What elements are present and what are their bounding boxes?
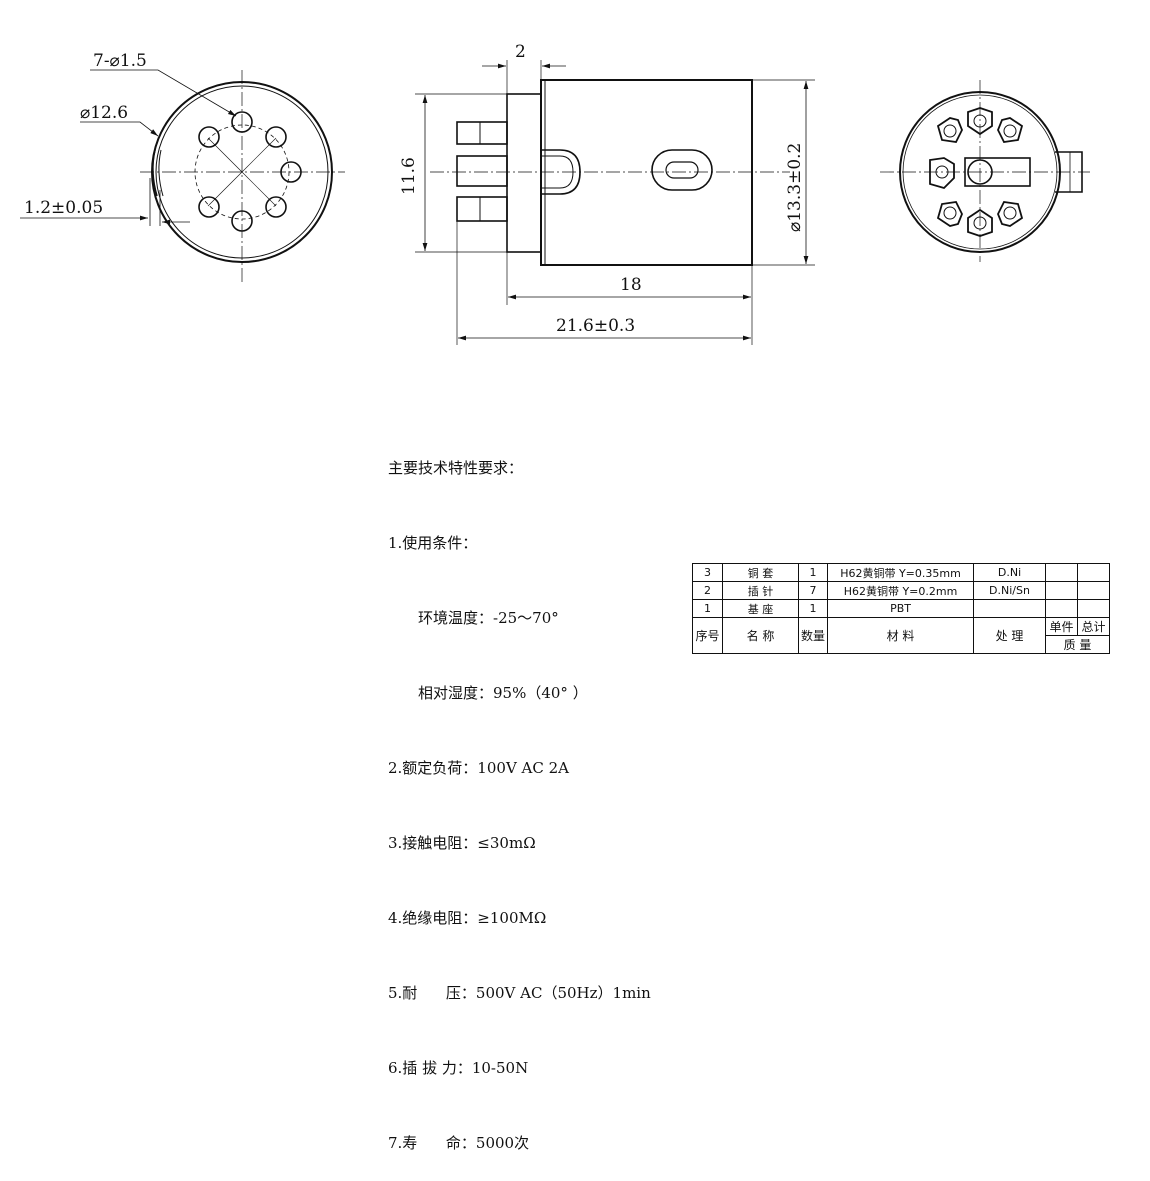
note-line: 相对湿度：95%（40° ） — [418, 684, 588, 702]
bom-treatment: D.Ni/Sn — [973, 581, 1047, 600]
diameter-side-dim-label: ⌀13.3±0.2 — [785, 143, 805, 232]
left-end-view — [20, 69, 345, 282]
bom-material: H62黄铜带 Y=0.2mm — [827, 581, 975, 600]
bom-material: H62黄铜带 Y=0.35mm — [827, 563, 975, 582]
note-line: 1.使用条件： — [388, 534, 478, 552]
bom-total-weight — [1077, 581, 1111, 600]
header-name: 名 称 — [722, 617, 799, 654]
header-weight: 质 量 — [1063, 638, 1092, 652]
diameter-dim-label: ⌀12.6 — [80, 103, 128, 123]
bom-qty: 7 — [797, 581, 829, 600]
note-line: 7.寿 命：5000次 — [388, 1134, 530, 1152]
bom-treatment — [973, 599, 1047, 618]
bom-total-weight — [1077, 599, 1111, 618]
bom-qty: 1 — [797, 599, 829, 618]
bom-no: 1 — [692, 599, 723, 618]
body-length-dim-label: 18 — [620, 275, 642, 295]
right-end-view — [880, 80, 1090, 262]
table-row: 3 铜 套 1 H62黄铜带 Y=0.35mm D.Ni — [692, 563, 1111, 582]
header-qty: 数量 — [797, 617, 829, 654]
notes-title: 主要技术特性要求： — [388, 459, 524, 477]
bom-name: 基 座 — [722, 599, 799, 618]
note-line: 4.绝缘电阻：≥100MΩ — [388, 909, 547, 927]
total-length-dim-label: 21.6±0.3 — [556, 316, 635, 336]
thickness-dim-label: 1.2±0.05 — [24, 198, 103, 218]
header-no: 序号 — [692, 617, 723, 654]
header-unit: 单件 — [1046, 618, 1079, 635]
bill-of-materials-table: 3 铜 套 1 H62黄铜带 Y=0.35mm D.Ni 2 插 针 7 H62… — [692, 563, 1111, 654]
note-line: 环境温度：-25～70° — [418, 609, 559, 627]
bom-qty: 1 — [797, 563, 829, 582]
header-treatment: 处 理 — [973, 617, 1047, 654]
technical-notes: 主要技术特性要求： 1.使用条件： 环境温度：-25～70° 相对湿度：95%（… — [388, 406, 651, 1181]
bom-unit-weight — [1045, 599, 1079, 618]
bom-treatment: D.Ni — [973, 563, 1047, 582]
top-dim-label: 2 — [515, 42, 526, 62]
table-row: 2 插 针 7 H62黄铜带 Y=0.2mm D.Ni/Sn — [692, 581, 1111, 600]
note-line: 5.耐 压：500V AC（50Hz）1min — [388, 984, 651, 1002]
holes-dim-label: 7-⌀1.5 — [93, 51, 147, 71]
note-line: 3.接触电阻：≤30mΩ — [388, 834, 536, 852]
bom-name: 插 针 — [722, 581, 799, 600]
header-material: 材 料 — [827, 617, 975, 654]
bom-material: PBT — [827, 599, 975, 618]
height-dim-label: 11.6 — [399, 157, 419, 195]
technical-drawing: 7-⌀1.5 ⌀12.6 1.2±0.05 — [20, 42, 1090, 345]
header-total: 总计 — [1081, 620, 1106, 634]
header-weight-group: 单件 总计 质 量 — [1045, 617, 1111, 654]
bom-unit-weight — [1045, 563, 1079, 582]
side-view — [415, 60, 815, 345]
bom-no: 3 — [692, 563, 723, 582]
bom-no: 2 — [692, 581, 723, 600]
note-line: 6.插 拔 力：10-50N — [388, 1059, 529, 1077]
table-header-row: 序号 名 称 数量 材 料 处 理 单件 总计 质 量 — [692, 617, 1111, 654]
note-line: 2.额定负荷：100V AC 2A — [388, 759, 569, 777]
table-row: 1 基 座 1 PBT — [692, 599, 1111, 618]
bom-total-weight — [1077, 563, 1111, 582]
bom-unit-weight — [1045, 581, 1079, 600]
bom-name: 铜 套 — [722, 563, 799, 582]
